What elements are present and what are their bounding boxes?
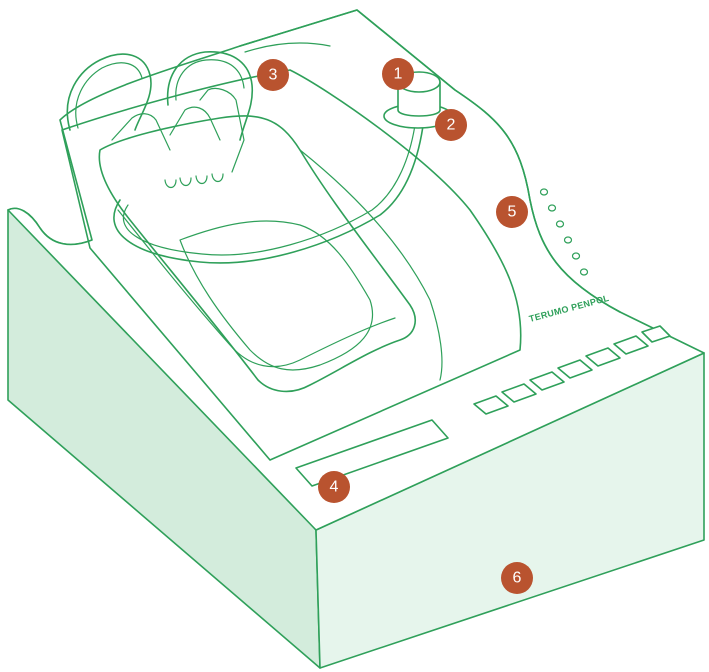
bag-port-middle	[169, 106, 221, 141]
marker-number: 5	[508, 204, 517, 221]
back-panel-inner-edge	[244, 42, 331, 53]
led-indicator	[555, 220, 565, 228]
tubing-loop-right	[166, 51, 254, 141]
blood-bag-inner-fold	[117, 209, 396, 368]
led-indicator	[579, 268, 589, 276]
tubing-loop-left-inner	[75, 62, 143, 129]
blood-bag-lower-outline	[179, 220, 374, 371]
marker-4: 4	[318, 471, 350, 503]
led-indicator-column	[539, 188, 589, 276]
led-indicator	[563, 236, 573, 244]
marker-number: 4	[330, 479, 339, 496]
control-button[interactable]	[473, 395, 509, 415]
marker-circle	[501, 562, 533, 594]
blood-bag	[98, 115, 416, 393]
marker-3: 3	[257, 59, 289, 91]
marker-circle	[318, 471, 350, 503]
marker-circle	[496, 196, 528, 228]
control-button[interactable]	[501, 383, 537, 403]
bag-port-right	[199, 87, 245, 173]
marker-circle	[257, 59, 289, 91]
tubing-to-clamp-inner	[122, 109, 418, 256]
marker-number: 6	[513, 570, 522, 587]
marker-circle	[382, 58, 414, 90]
display-window	[295, 419, 449, 487]
led-indicator	[539, 188, 549, 196]
marker-5: 5	[496, 196, 528, 228]
tubing-down-right	[299, 149, 443, 381]
tubing-loop-right-inner	[175, 59, 245, 101]
bag-port-left	[111, 113, 171, 151]
marker-1: 1	[382, 58, 414, 90]
marker-number: 1	[394, 66, 403, 83]
back-panel-outline	[239, 9, 621, 313]
control-buttons	[473, 325, 671, 415]
tubing-to-clamp	[113, 109, 426, 264]
bag-ports-nubs	[164, 173, 224, 189]
marker-circle	[435, 109, 467, 141]
control-button[interactable]	[529, 371, 565, 391]
control-button[interactable]	[557, 359, 593, 379]
marker-6: 6	[501, 562, 533, 594]
control-button[interactable]	[585, 347, 621, 367]
tubing-loop-left	[66, 53, 152, 131]
marker-number: 3	[269, 67, 278, 84]
marker-2: 2	[435, 109, 467, 141]
marker-number: 2	[447, 117, 456, 134]
led-indicator	[547, 204, 557, 212]
bag-tray-recess	[61, 69, 522, 461]
control-button[interactable]	[613, 335, 649, 355]
led-indicator	[571, 252, 581, 260]
control-button[interactable]	[641, 325, 671, 343]
